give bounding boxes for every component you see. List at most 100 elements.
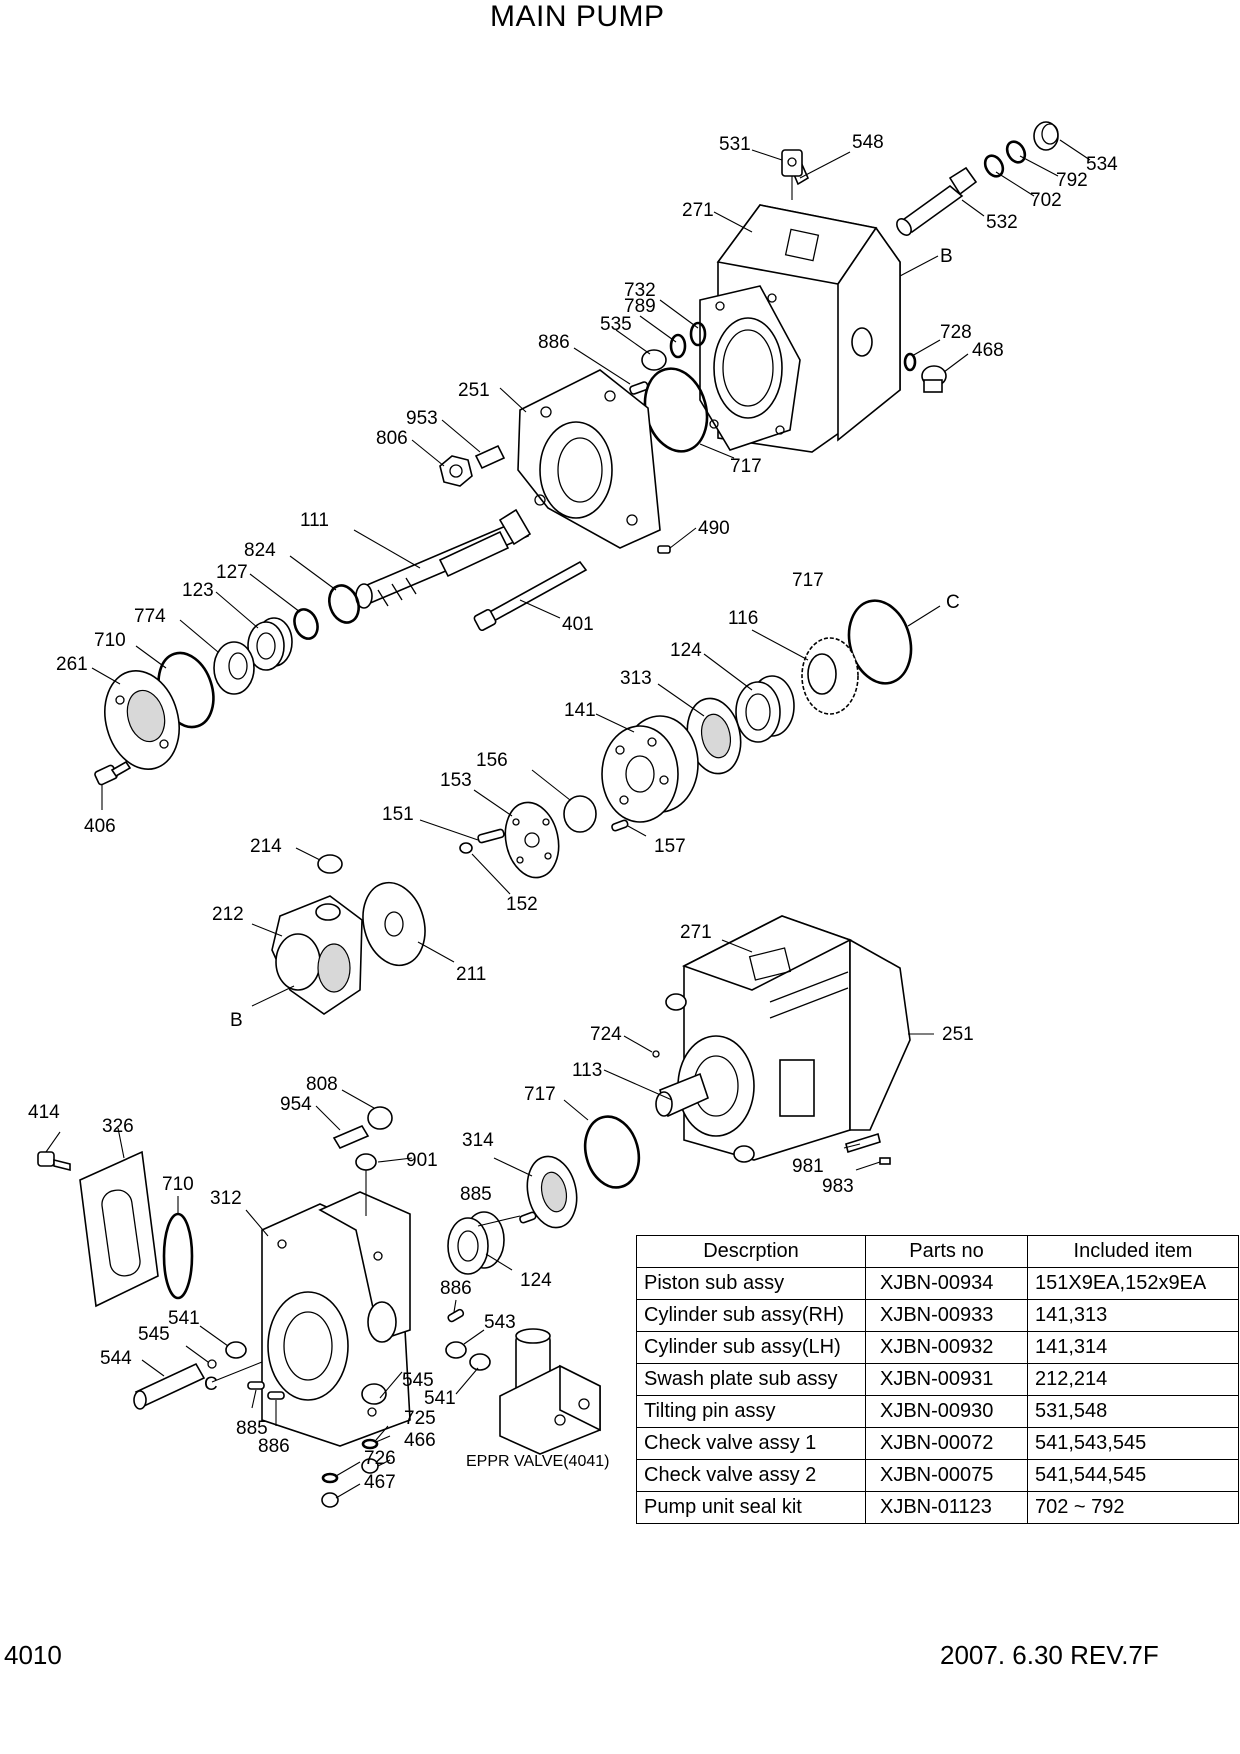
spring-545b (367, 1407, 377, 1417)
oring-725 (361, 1438, 379, 1450)
cell-included-item: 141,313 (1027, 1299, 1239, 1332)
label-717-mid: 717 (792, 570, 824, 591)
cell-description: Cylinder sub assy(RH) (636, 1299, 866, 1332)
label-532: 532 (986, 212, 1018, 233)
pin-157 (611, 819, 629, 832)
cell-parts-no: XJBN-00075 (865, 1459, 1028, 1492)
oring-792 (1005, 140, 1027, 164)
label-123: 123 (182, 580, 214, 601)
cell-description: Piston sub assy (636, 1267, 866, 1300)
shoe-plate-211 (362, 881, 426, 967)
table-row: Cylinder sub assy(RH) XJBN-00933 141,313 (636, 1299, 1239, 1332)
label-124-low: 124 (520, 1270, 552, 1291)
screw-954 (332, 1124, 370, 1150)
adjust-screw (896, 166, 978, 236)
table-row: Check valve assy 1 XJBN-00072 541,543,54… (636, 1427, 1239, 1460)
cell-included-item: 151X9EA,152x9EA (1027, 1267, 1239, 1300)
cell-parts-no: XJBN-00072 (865, 1427, 1028, 1460)
label-406: 406 (84, 816, 116, 837)
label-401: 401 (562, 614, 594, 635)
label-261: 261 (56, 654, 88, 675)
cell-included-item: 531,548 (1027, 1395, 1239, 1428)
nut-808 (367, 1106, 393, 1130)
table-row: Tilting pin assy XJBN-00930 531,548 (636, 1395, 1239, 1428)
label-490: 490 (698, 518, 730, 539)
label-983: 983 (822, 1176, 854, 1197)
cell-included-item: 702 ~ 792 (1027, 1491, 1239, 1524)
spherical-bush-156 (563, 795, 597, 833)
cell-parts-no: XJBN-00934 (865, 1267, 1028, 1300)
oring-717-low (583, 1115, 641, 1189)
bolt-401 (473, 560, 588, 632)
nut-806 (439, 455, 473, 487)
label-901: 901 (406, 1150, 438, 1171)
label-732: 732 (624, 280, 656, 301)
oring-726 (321, 1472, 339, 1484)
label-312: 312 (210, 1188, 242, 1209)
label-111: 111 (300, 510, 329, 531)
bush-214 (317, 854, 343, 874)
label-c-mid: C (946, 592, 960, 613)
oring-702 (983, 154, 1005, 178)
table-row: Piston sub assy XJBN-00934 151X9EA,152x9… (636, 1267, 1239, 1300)
pump-housing-top (699, 158, 901, 453)
tilting-pin (781, 149, 803, 200)
cell-parts-no: XJBN-00930 (865, 1395, 1028, 1428)
label-710-low: 710 (162, 1174, 194, 1195)
cell-description: Cylinder sub assy(LH) (636, 1331, 866, 1364)
table-row: Cylinder sub assy(LH) XJBN-00932 141,314 (636, 1331, 1239, 1364)
part-labels: 531 548 534 792 702 532 271 B 732 789 53… (28, 132, 1118, 1493)
label-717-low: 717 (524, 1084, 556, 1105)
label-725: 725 (404, 1408, 436, 1429)
set-screw-953 (474, 444, 506, 470)
cell-description: Swash plate sub assy (636, 1363, 866, 1396)
cell-parts-no: XJBN-00932 (865, 1331, 1028, 1364)
parts-table: Descrption Parts no Included item Piston… (636, 1235, 1239, 1524)
screw-983 (879, 1157, 891, 1165)
label-326: 326 (102, 1116, 134, 1137)
bushing-124-top (735, 675, 795, 743)
label-545-left: 545 (138, 1324, 170, 1345)
label-954: 954 (280, 1094, 312, 1115)
label-724: 724 (590, 1024, 622, 1045)
bushing-124-low (447, 1211, 505, 1275)
label-251-top: 251 (458, 380, 490, 401)
snap-ring-824 (328, 584, 360, 624)
label-157: 157 (654, 836, 686, 857)
pin-886-mid (447, 1308, 465, 1323)
check-valve-541a (225, 1341, 247, 1359)
label-544: 544 (100, 1348, 132, 1369)
gear-116 (801, 637, 859, 715)
cell-description: Pump unit seal kit (636, 1491, 866, 1524)
label-127: 127 (216, 562, 248, 583)
label-b-top: B (940, 246, 953, 267)
cell-description: Check valve assy 1 (636, 1427, 866, 1460)
label-806: 806 (376, 428, 408, 449)
label-543: 543 (484, 1312, 516, 1333)
pin-886-low (267, 1391, 285, 1400)
check-valve-543 (445, 1341, 467, 1359)
label-885-low: 885 (236, 1418, 268, 1439)
leader-lines (45, 139, 1091, 1499)
plug-544 (133, 1362, 206, 1410)
cell-included-item: 141,314 (1027, 1331, 1239, 1364)
label-885-top: 885 (460, 1184, 492, 1205)
label-151: 151 (382, 804, 414, 825)
table-header-row: Descrption Parts no Included item (636, 1235, 1239, 1268)
banjo-901 (355, 1153, 377, 1216)
bearing-123 (247, 617, 293, 671)
plug-468 (921, 365, 947, 393)
label-156: 156 (476, 750, 508, 771)
cell-parts-no: XJBN-00933 (865, 1299, 1028, 1332)
page-number: 4010 (4, 1640, 62, 1670)
cap-534 (1033, 121, 1059, 151)
label-710-top: 710 (94, 630, 126, 651)
valve-plate-313 (686, 697, 742, 775)
label-313: 313 (620, 668, 652, 689)
label-548: 548 (852, 132, 884, 153)
pin-724 (652, 1050, 660, 1058)
table-row: Check valve assy 2 XJBN-00075 541,544,54… (636, 1459, 1239, 1492)
label-271-low: 271 (680, 922, 712, 943)
label-113: 113 (572, 1060, 602, 1081)
label-c-low: C (204, 1374, 218, 1395)
